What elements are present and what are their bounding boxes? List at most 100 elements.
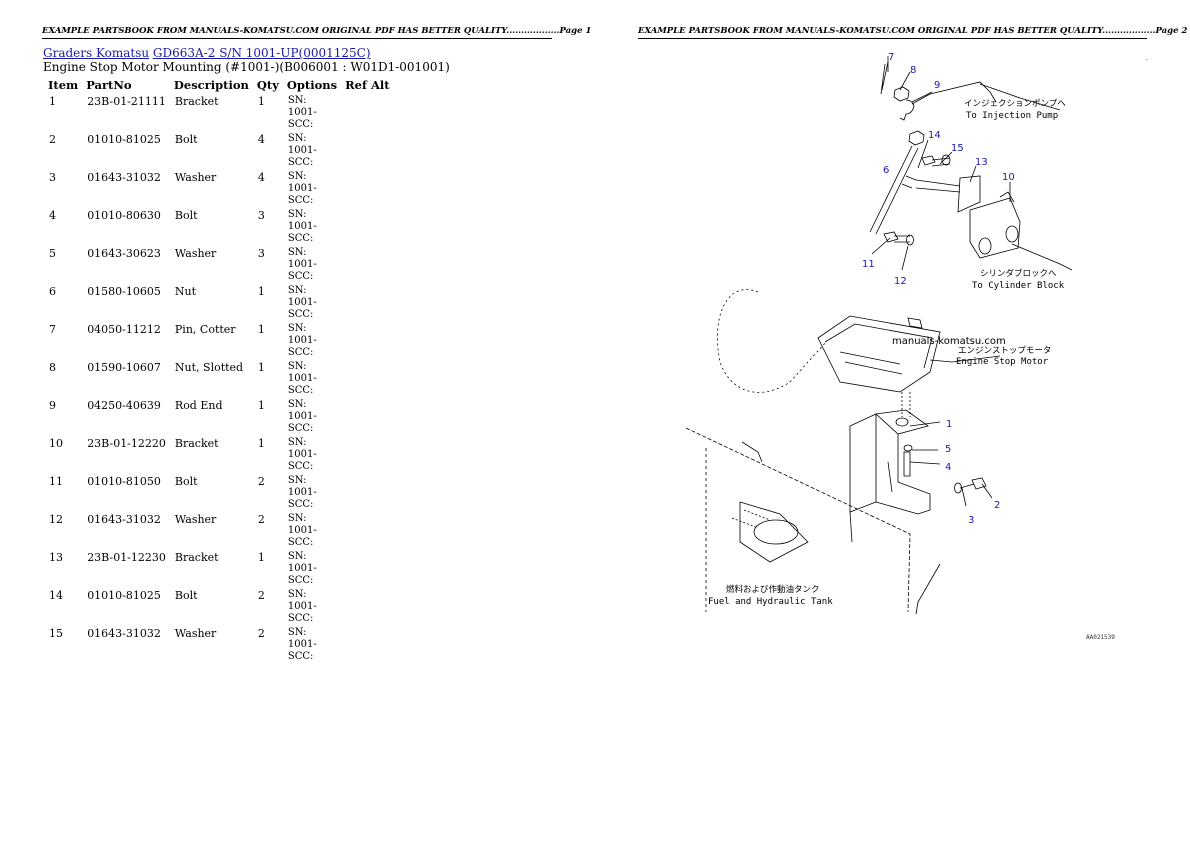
cell-partno: 04250-40639: [87, 399, 161, 412]
col-header-partno: PartNo: [86, 78, 132, 92]
drawing-code: AA021539: [1086, 634, 1115, 641]
callout-9: 9: [934, 80, 940, 91]
options-sn: SN: 1001-: [287, 171, 317, 194]
callout-8: 8: [910, 65, 916, 76]
cell-item: 3: [49, 171, 56, 184]
options-scc: SCC:: [287, 651, 314, 662]
cell-qty: 1: [257, 285, 265, 298]
page-1-header: EXAMPLE PARTSBOOK FROM MANUALS-KOMATSU.C…: [42, 26, 591, 39]
options-sn: SN: 1001-: [287, 475, 317, 498]
cell-partno: 01580-10605: [87, 285, 161, 298]
cell-item: 4: [49, 209, 56, 222]
cell-options: SN: 1001-SCC:: [282, 359, 340, 397]
cell-ref-alt: [340, 321, 392, 359]
callout-11: 11: [862, 259, 875, 270]
diagram-svg: 1 2 3 4 5 6 7 8 9 10 11 12 13 14 15 インジェ…: [685, 52, 1149, 641]
page-title: Engine Stop Motor Mounting (#1001-)(B006…: [43, 60, 450, 74]
cell-description: Bolt: [174, 589, 198, 602]
cell-partno: 01590-10607: [87, 361, 161, 374]
cell-ref-alt: [340, 245, 392, 283]
options-sn: SN: 1001-: [287, 437, 317, 460]
col-header-description: Description: [173, 78, 249, 92]
cell-item: 2: [49, 133, 56, 146]
cell-item: 10: [49, 437, 63, 450]
watermark-text: manuals-komatsu.com: [892, 336, 1006, 347]
cell-item: 6: [49, 285, 56, 298]
cell-ref-alt: [340, 283, 392, 321]
tank-label-jp: 燃料および作動油タンク: [726, 584, 820, 595]
cell-options: SN: 1001-SCC:: [282, 321, 340, 359]
options-scc: SCC:: [287, 157, 314, 168]
cell-description: Bracket: [174, 551, 219, 564]
cell-partno: 01010-81050: [87, 475, 161, 488]
options-scc: SCC:: [287, 613, 314, 624]
cell-ref-alt: [340, 435, 392, 473]
tank-label-en: Fuel and Hydraulic Tank: [708, 597, 833, 607]
options-sn: SN: 1001-: [287, 323, 317, 346]
cell-options: SN: 1001-SCC:: [282, 131, 340, 169]
cell-options: SN: 1001-SCC:: [282, 245, 340, 283]
options-scc: SCC:: [287, 537, 314, 548]
cell-description: Bracket: [174, 95, 219, 108]
cell-ref-alt: [340, 473, 392, 511]
cell-ref-alt: [340, 625, 392, 663]
callout-14: 14: [928, 130, 941, 141]
callout-4: 4: [945, 462, 951, 473]
table-header-row: Item PartNo Description Qty Options Ref …: [43, 77, 393, 93]
cylinder-block-label-en: To Cylinder Block: [972, 281, 1065, 291]
options-sn: SN: 1001-: [287, 247, 317, 270]
cell-qty: 2: [257, 627, 265, 640]
options-sn: SN: 1001-: [287, 285, 317, 308]
cell-partno: 23B-01-21111: [87, 95, 166, 108]
options-sn: SN: 1001-: [287, 551, 317, 574]
cell-options: SN: 1001-SCC:: [282, 473, 340, 511]
cell-qty: 4: [257, 171, 265, 184]
cell-qty: 1: [257, 551, 265, 564]
cell-ref-alt: [340, 93, 392, 131]
options-sn: SN: 1001-: [287, 513, 317, 536]
cell-partno: 01010-81025: [87, 589, 161, 602]
stop-motor-label-jp: エンジンストップモータ: [958, 346, 1051, 356]
cell-item: 9: [49, 399, 56, 412]
options-scc: SCC:: [287, 195, 314, 206]
options-scc: SCC:: [287, 385, 314, 396]
cell-partno: 23B-01-12220: [87, 437, 166, 450]
cell-item: 1: [49, 95, 56, 108]
cell-options: SN: 1001-SCC:: [282, 283, 340, 321]
cell-ref-alt: [340, 131, 392, 169]
cell-qty: 2: [257, 513, 265, 526]
col-header-ref-alt: Ref Alt: [345, 78, 390, 92]
options-scc: SCC:: [287, 233, 314, 244]
cell-partno: 01643-31032: [87, 171, 161, 184]
cell-qty: 1: [257, 361, 265, 374]
cell-description: Bracket: [174, 437, 219, 450]
breadcrumb-link-model[interactable]: GD663A-2 S/N 1001-UP(0001125C): [152, 46, 371, 60]
table-row: 6 01580-10605 Nut 1 SN: 1001-SCC:: [43, 283, 393, 321]
cell-ref-alt: [340, 397, 392, 435]
options-sn: SN: 1001-: [287, 209, 317, 232]
breadcrumb-link-graders[interactable]: Graders Komatsu: [43, 46, 150, 60]
cell-qty: 1: [257, 399, 265, 412]
breadcrumb: Graders Komatsu GD663A-2 S/N 1001-UP(000…: [43, 46, 371, 60]
cell-qty: 4: [257, 133, 265, 146]
cell-description: Bolt: [174, 133, 198, 146]
callout-1: 1: [946, 419, 952, 430]
cell-description: Nut: [174, 285, 197, 298]
cell-options: SN: 1001-SCC:: [282, 511, 340, 549]
parts-table: Item PartNo Description Qty Options Ref …: [43, 77, 393, 663]
cell-qty: 3: [257, 209, 265, 222]
options-scc: SCC:: [287, 271, 314, 282]
cell-qty: 2: [257, 589, 265, 602]
options-scc: SCC:: [287, 461, 314, 472]
diagram-linework: [685, 56, 1073, 615]
cell-item: 13: [49, 551, 63, 564]
cell-item: 5: [49, 247, 56, 260]
